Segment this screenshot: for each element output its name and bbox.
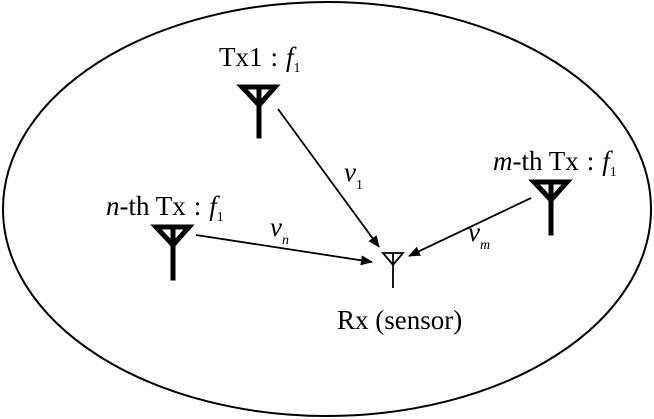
arrow-v1 <box>277 108 380 248</box>
vn-label: vn <box>270 212 289 248</box>
mth-tx-label: m-th Tx:f1 <box>493 146 617 180</box>
v1-label: v1 <box>344 157 363 193</box>
vm-label: vm <box>468 217 490 253</box>
nth-tx-label: n-th Tx:f1 <box>106 191 224 225</box>
arrow-vm <box>408 197 532 257</box>
rx-label: Rx (sensor) <box>337 305 462 335</box>
nth-tx-antenna-icon <box>150 224 195 281</box>
tx1-antenna-icon <box>236 84 281 139</box>
mth-tx-antenna-icon <box>528 179 573 236</box>
arrow-vn <box>195 234 373 266</box>
tx1-label: Tx1:f1 <box>219 42 301 76</box>
rx-antenna-icon <box>381 252 405 288</box>
